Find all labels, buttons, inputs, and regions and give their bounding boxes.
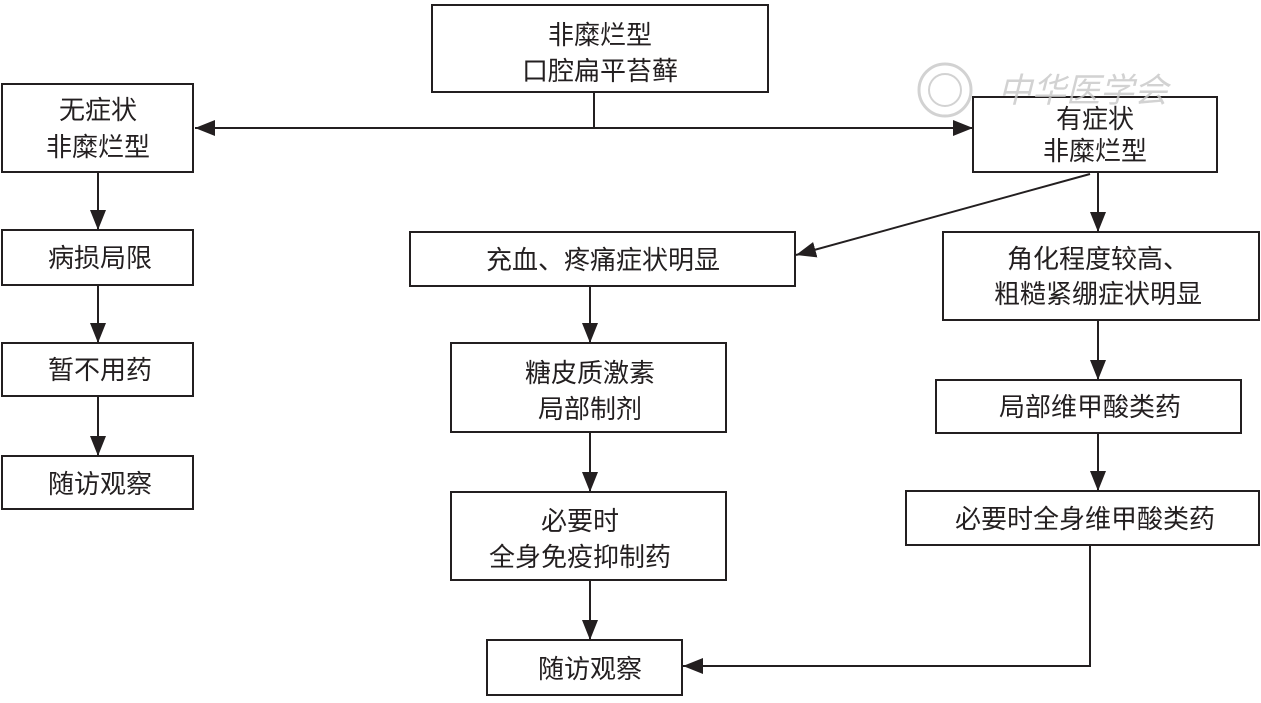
node-no-medication: 暂不用药	[1, 342, 194, 397]
arrow-to-follow-up	[683, 545, 1091, 674]
node-text: 非糜烂型	[1043, 137, 1147, 167]
node-text: 粗糙紧绷症状明显	[994, 280, 1202, 310]
watermark-text: 中华医学会	[998, 71, 1172, 111]
node-text: 随访观察	[538, 655, 642, 685]
node-text: 非糜烂型	[46, 133, 150, 163]
node-text: 局部维甲酸类药	[999, 393, 1181, 423]
node-follow-up-left: 随访观察	[1, 455, 194, 510]
node-text: 必要时	[541, 507, 619, 537]
node-keratinization: 角化程度较高、 粗糙紧绷症状明显	[942, 231, 1260, 321]
node-text: 无症状	[59, 96, 137, 126]
node-text: 随访观察	[48, 470, 152, 500]
watermark: 中华医学会	[917, 62, 1172, 118]
node-symptomatic: 有症状 非糜烂型	[972, 96, 1218, 173]
node-immunosuppressant: 必要时 全身免疫抑制药	[450, 491, 727, 581]
node-text: 全身免疫抑制药	[489, 543, 671, 573]
node-text: 暂不用药	[48, 356, 152, 386]
node-systemic-retinoid: 必要时全身维甲酸类药	[905, 490, 1260, 546]
node-topical-retinoid: 局部维甲酸类药	[935, 379, 1242, 434]
node-root: 非糜烂型 口腔扁平苔藓	[431, 4, 769, 93]
node-follow-up-center: 随访观察	[486, 639, 683, 696]
node-text: 非糜烂型	[548, 21, 652, 51]
node-text: 病损局限	[48, 244, 152, 274]
node-text: 局部制剂	[538, 395, 642, 425]
node-text: 有症状	[1056, 105, 1134, 135]
node-text: 角化程度较高、	[1007, 245, 1189, 275]
society-seal-icon	[917, 62, 973, 118]
node-text: 必要时全身维甲酸类药	[955, 505, 1215, 535]
node-congestion-pain: 充血、疼痛症状明显	[409, 231, 796, 287]
node-lesion-limited: 病损局限	[1, 229, 194, 286]
connectors	[90, 92, 1106, 674]
arrow-to-congestion	[795, 173, 1091, 258]
node-asymptomatic: 无症状 非糜烂型	[1, 83, 194, 173]
node-corticosteroid: 糖皮质激素 局部制剂	[450, 342, 727, 433]
node-text: 糖皮质激素	[525, 359, 655, 389]
node-text: 口腔扁平苔藓	[522, 57, 678, 87]
node-text: 充血、疼痛症状明显	[486, 246, 720, 276]
